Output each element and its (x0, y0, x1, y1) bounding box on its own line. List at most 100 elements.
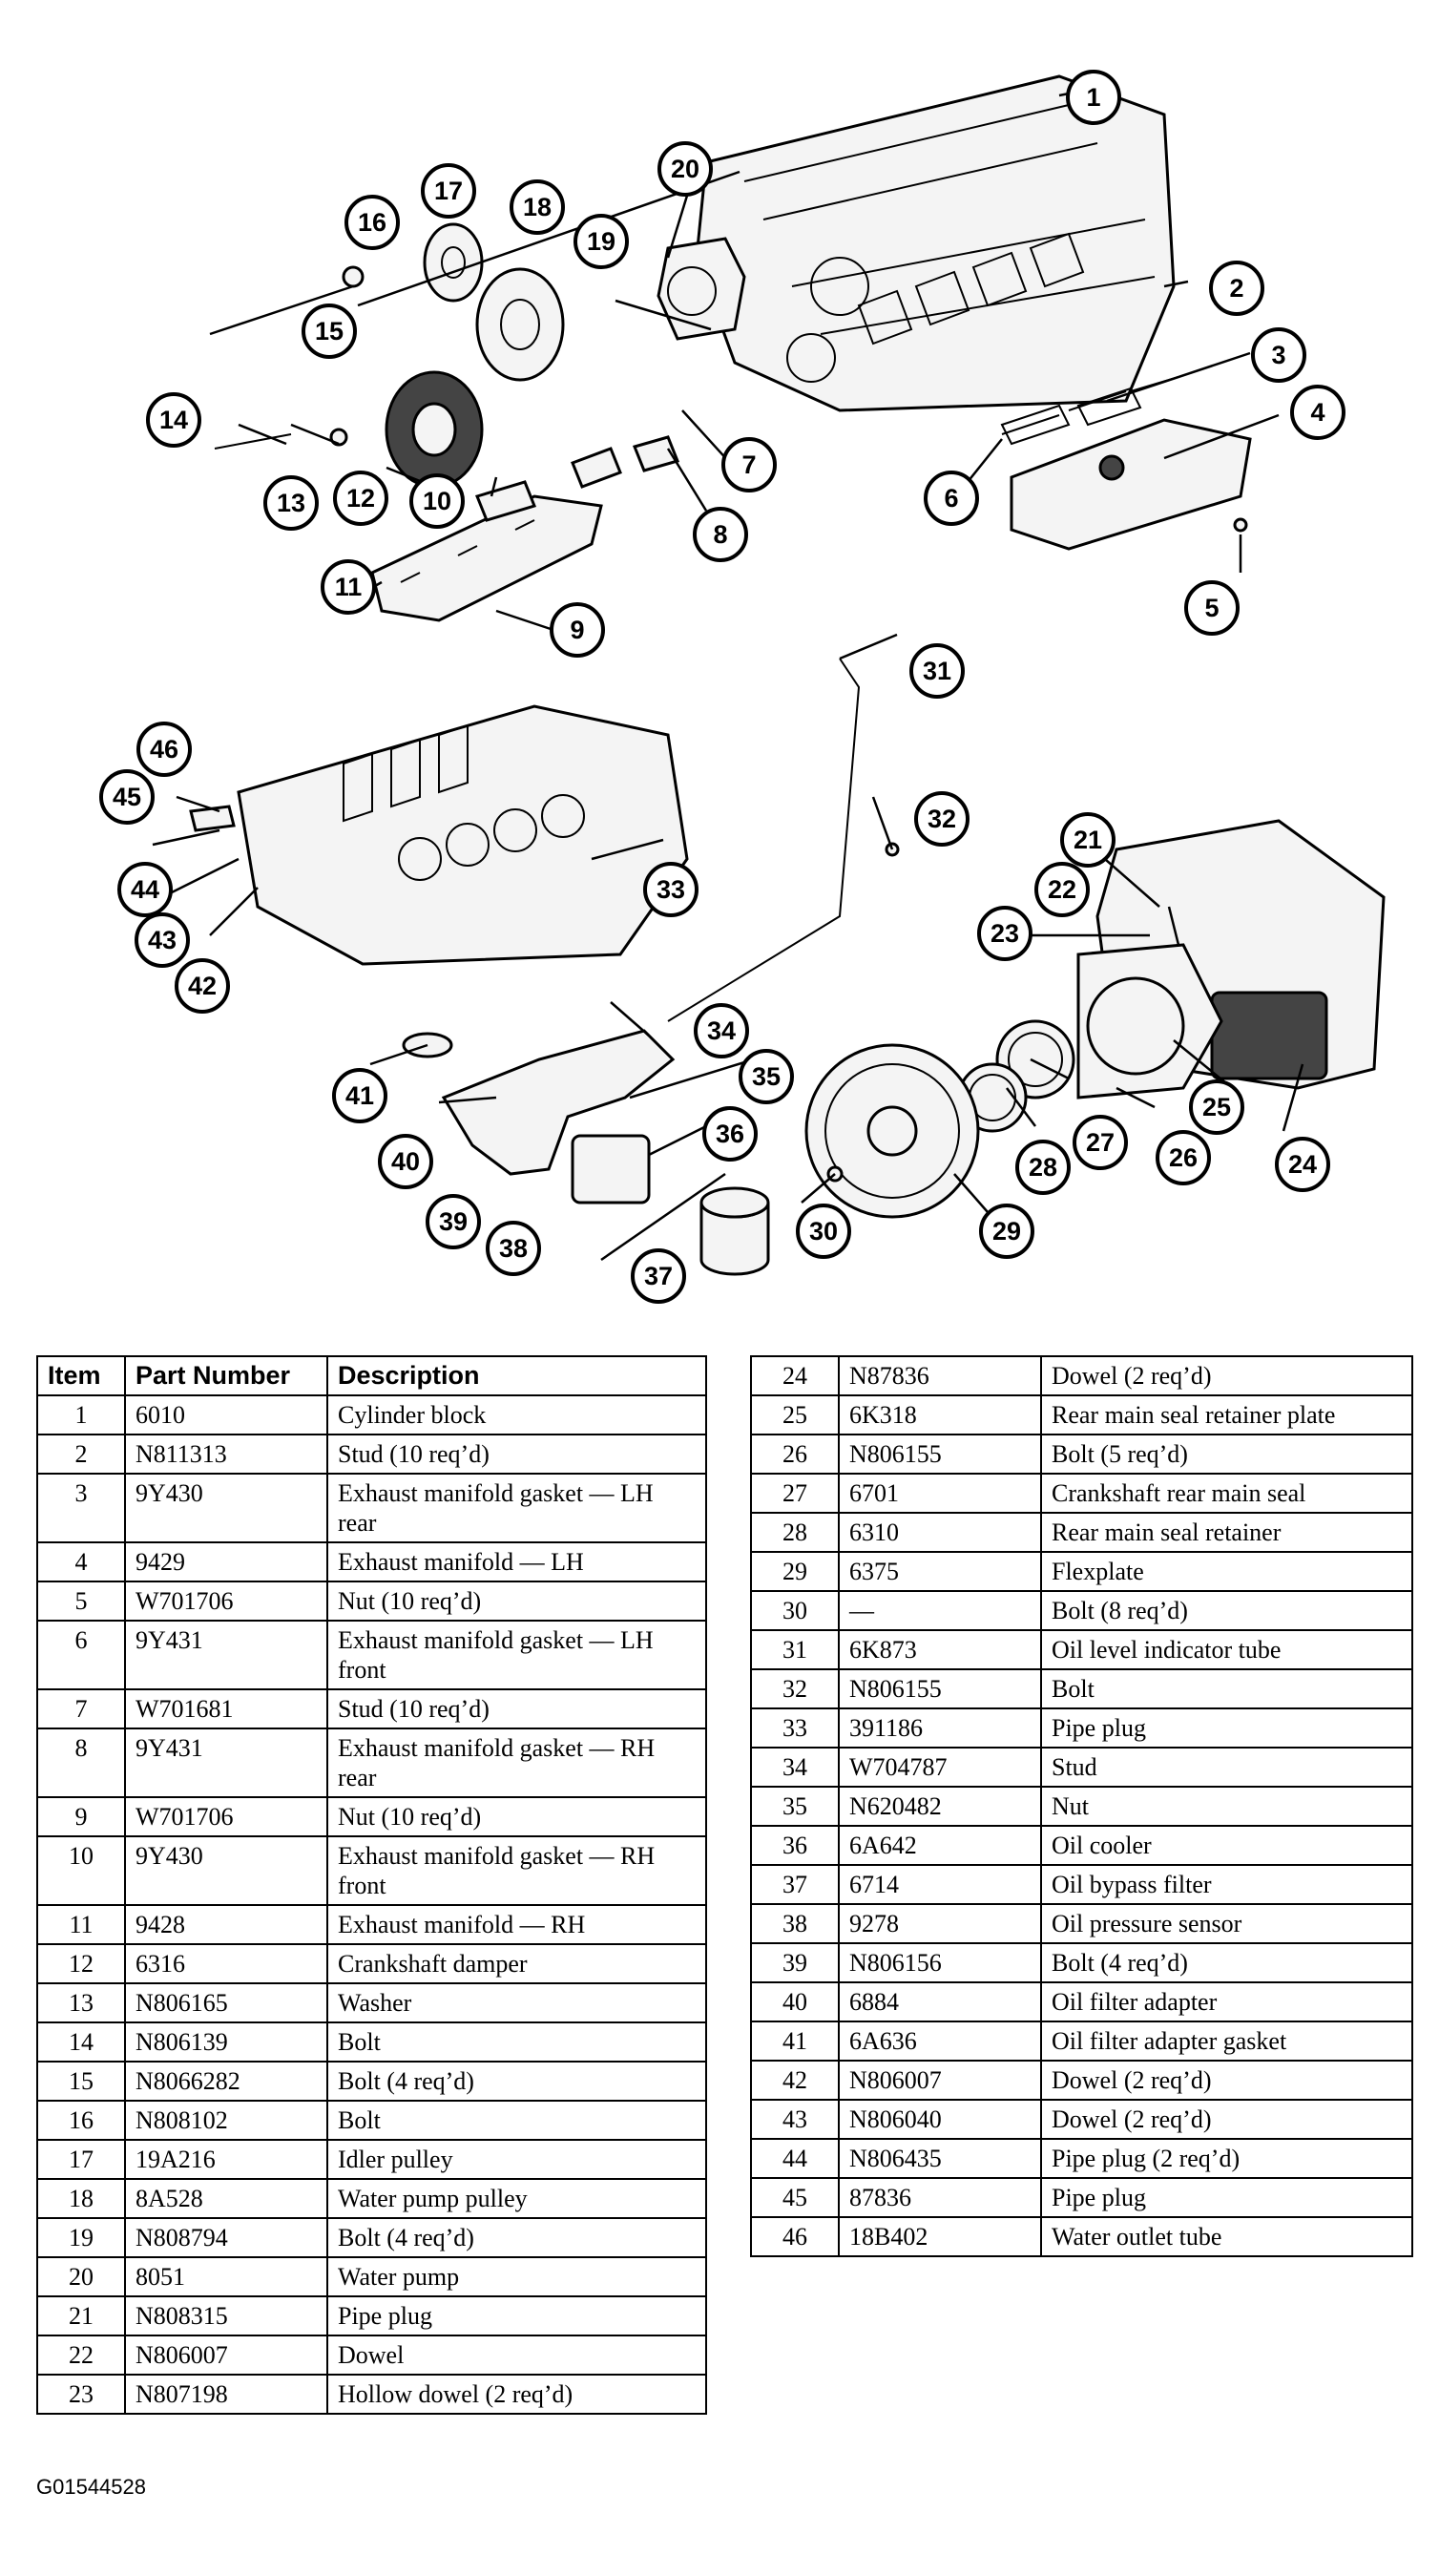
callout-35: 35 (739, 1049, 794, 1104)
row-description-cell: Water outlet tube (1040, 2216, 1413, 2257)
callout-40: 40 (378, 1134, 433, 1189)
row-part-number-cell: 9Y430 (124, 1473, 328, 1543)
callout-31: 31 (909, 643, 965, 699)
row-part-number-cell: 9Y431 (124, 1620, 328, 1690)
callout-25: 25 (1189, 1079, 1244, 1135)
callout-30: 30 (796, 1204, 851, 1259)
row-item-cell: 6 (36, 1620, 126, 1690)
callout-28-label: 28 (1029, 1153, 1057, 1182)
row-description-cell: Crankshaft rear main seal (1040, 1473, 1413, 1514)
callout-14: 14 (146, 392, 201, 448)
row-item-cell: 45 (750, 2177, 840, 2218)
row-item-cell: 14 (36, 2021, 126, 2063)
row-description-cell: Water pump (326, 2256, 707, 2297)
row-item-cell: 19 (36, 2217, 126, 2258)
row-description-cell: Water pump pulley (326, 2178, 707, 2219)
row-part-number-cell: 6310 (838, 1512, 1042, 1553)
callout-42: 42 (175, 958, 230, 1014)
callout-40-label: 40 (391, 1147, 420, 1176)
row-description-cell: Bolt (4 req’d) (326, 2061, 707, 2102)
callout-13: 13 (263, 475, 319, 531)
row-description-cell: Oil cooler (1040, 1825, 1413, 1866)
callout-24-label: 24 (1288, 1150, 1317, 1179)
callout-34: 34 (694, 1003, 749, 1058)
row-part-number-cell: N8066282 (124, 2061, 328, 2102)
callout-13-label: 13 (277, 489, 305, 517)
row-description-cell: Bolt (4 req’d) (1040, 1942, 1413, 1983)
callout-22: 22 (1034, 862, 1090, 917)
callout-5-label: 5 (1204, 594, 1219, 622)
row-part-number-cell: 87836 (838, 2177, 1042, 2218)
row-description-cell: Bolt (326, 2021, 707, 2063)
callout-39-label: 39 (439, 1207, 468, 1236)
callout-16: 16 (344, 195, 400, 250)
row-item-cell: 22 (36, 2335, 126, 2376)
callout-30-label: 30 (809, 1217, 838, 1246)
callout-23: 23 (977, 906, 1032, 961)
row-part-number-cell: 6316 (124, 1943, 328, 1984)
row-part-number-cell: N808102 (124, 2100, 328, 2141)
callout-9-label: 9 (570, 616, 584, 644)
row-item-cell: 28 (750, 1512, 840, 1553)
row-part-number-cell: 18B402 (838, 2216, 1042, 2257)
row-item-cell: 43 (750, 2099, 840, 2140)
row-description-cell: Nut (10 req’d) (326, 1581, 707, 1622)
callout-10: 10 (409, 473, 465, 529)
row-part-number-cell: 9278 (838, 1903, 1042, 1944)
callout-36: 36 (702, 1106, 758, 1162)
row-item-cell: 18 (36, 2178, 126, 2219)
row-part-number-cell: 6A642 (838, 1825, 1042, 1866)
row-item-cell: 9 (36, 1796, 126, 1837)
row-part-number-cell: W701706 (124, 1796, 328, 1837)
row-part-number-cell: N806155 (838, 1668, 1042, 1709)
row-part-number-cell: W701681 (124, 1688, 328, 1729)
row-description-cell: Washer (326, 1982, 707, 2023)
row-item-cell: 35 (750, 1786, 840, 1827)
callout-6: 6 (924, 471, 979, 526)
row-description-cell: Dowel (326, 2335, 707, 2376)
row-item-cell: 39 (750, 1942, 840, 1983)
callout-33-label: 33 (657, 875, 685, 904)
callout-32: 32 (914, 791, 970, 847)
row-part-number-cell: N620482 (838, 1786, 1042, 1827)
row-description-cell: Idler pulley (326, 2139, 707, 2180)
row-item-cell: 44 (750, 2138, 840, 2179)
row-part-number-cell: N806165 (124, 1982, 328, 2023)
table-row: 30—Bolt (8 req’d) (750, 1590, 1413, 1631)
callout-35-label: 35 (752, 1062, 781, 1091)
callout-4: 4 (1290, 385, 1345, 440)
callout-42-label: 42 (188, 972, 217, 1000)
row-item-cell: 30 (750, 1590, 840, 1631)
row-part-number-cell: 6010 (124, 1394, 328, 1435)
callout-12: 12 (333, 471, 388, 526)
row-item-cell: 31 (750, 1629, 840, 1670)
callout-23-label: 23 (991, 919, 1019, 948)
callout-27: 27 (1073, 1115, 1128, 1170)
callout-14-label: 14 (159, 406, 188, 434)
row-description-cell: Hollow dowel (2 req’d) (326, 2374, 707, 2415)
callout-29: 29 (979, 1204, 1034, 1259)
callout-7-label: 7 (741, 450, 756, 479)
upper-engine-assembly (214, 74, 1252, 622)
row-item-cell: 32 (750, 1668, 840, 1709)
